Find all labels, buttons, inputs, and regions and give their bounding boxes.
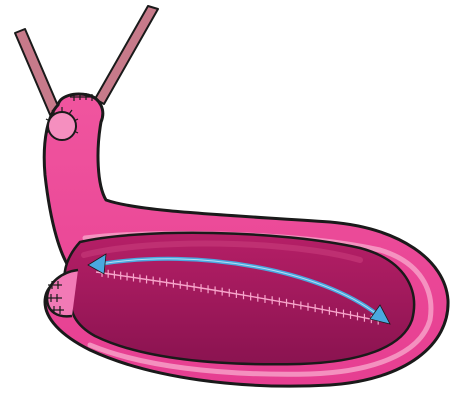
pouch-inner-cavity [64,233,414,364]
right-tube [95,6,158,104]
stoma-circle [48,112,76,140]
